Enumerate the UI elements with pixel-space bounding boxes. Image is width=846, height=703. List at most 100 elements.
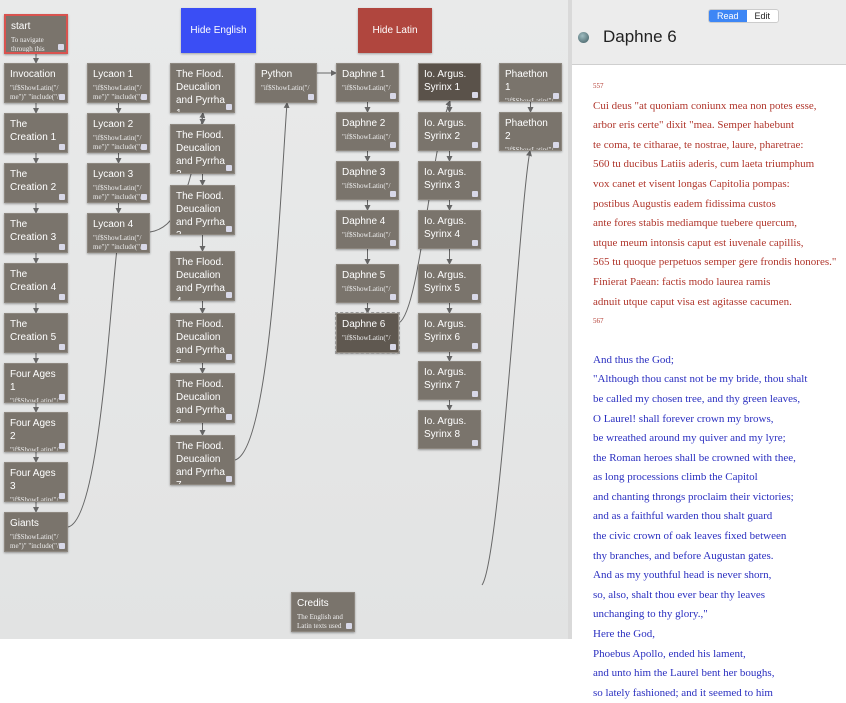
hide-english-tag[interactable]: Hide English: [181, 8, 256, 53]
passage-edit-icon: [59, 194, 65, 200]
passage-node-excerpt: "if$ShowLatin("/: [505, 146, 554, 151]
passage-node-title: Io. Argus. Syrinx 6: [424, 319, 467, 343]
passage-node-title: Daphne 4: [342, 216, 386, 227]
passage-edit-icon: [141, 94, 147, 100]
text-line: postibus Augustis eadem fidissima custos: [593, 197, 776, 210]
passage-node-title: The Flood. Deucalion and Pyrrha 4: [176, 257, 225, 300]
passage-node-title: The Creation 2: [10, 169, 57, 193]
passage-node[interactable]: Python"if$ShowLatin("/: [255, 63, 317, 103]
passage-node[interactable]: Io. Argus. Syrinx 7: [418, 361, 481, 400]
passage-node[interactable]: The Creation 5: [4, 313, 68, 353]
passage-node[interactable]: The Flood. Deucalion and Pyrrha 3: [170, 185, 235, 235]
passage-node-excerpt: The English and Latin texts used: [297, 613, 343, 630]
passage-node[interactable]: Daphne 3"if$ShowLatin("/: [336, 161, 399, 200]
passage-node-title: The Flood. Deucalion and Pyrrha 5: [176, 319, 225, 362]
passage-node[interactable]: Invocation"if$ShowLatin("/ me")" "includ…: [4, 63, 68, 103]
passage-node[interactable]: Daphne 2 "if$ShowLatin("/: [336, 112, 399, 151]
passage-node[interactable]: The Creation 2: [4, 163, 68, 203]
passage-node-title: Lycaon 1: [93, 69, 134, 80]
passage-node-excerpt: "if$ShowLatin("/ me")" "include("/: [10, 446, 59, 452]
passage-node[interactable]: Io. Argus. Syrinx 1: [418, 63, 481, 101]
text-line: te coma, te citharae, te nostrae, laure,…: [593, 138, 804, 151]
passage-edit-icon: [472, 142, 478, 148]
passage-edit-icon: [59, 443, 65, 449]
passage-node-title: The Flood. Deucalion and Pyrrha 6: [176, 379, 225, 422]
hide-latin-tag[interactable]: Hide Latin: [358, 8, 432, 53]
passage-node-title: Io. Argus. Syrinx 1: [424, 69, 467, 93]
passage-node[interactable]: Four Ages 3"if$ShowLatin("/ me")" "inclu…: [4, 462, 68, 502]
read-edit-toggle[interactable]: Read Edit: [708, 9, 780, 23]
passage-node[interactable]: The Flood. Deucalion and Pyrrha 7: [170, 435, 235, 485]
link-arrow: [481, 150, 532, 586]
passage-node-title: Io. Argus. Syrinx 7: [424, 367, 467, 391]
passage-node-title: Daphne 5: [342, 270, 386, 281]
passage-node[interactable]: The Creation 4: [4, 263, 68, 303]
passage-node[interactable]: The Flood. Deucalion and Pyrrha 4: [170, 251, 235, 301]
passage-edit-icon: [390, 191, 396, 197]
passage-node[interactable]: The Creation 3: [4, 213, 68, 253]
passage-node[interactable]: Lycaon 1"if$ShowLatin("/ me")" "include(…: [87, 63, 150, 103]
passage-edit-icon: [59, 94, 65, 100]
passage-node[interactable]: Io. Argus. Syrinx 2: [418, 112, 481, 151]
passage-node-excerpt: To navigate through this: [11, 36, 45, 53]
passage-node-title: Daphne 2: [342, 118, 386, 129]
passage-node[interactable]: Four Ages 2"if$ShowLatin("/ me")" "inclu…: [4, 412, 68, 452]
passage-node[interactable]: The Flood. Deucalion and Pyrrha 2: [170, 124, 235, 174]
passage-edit-icon: [59, 144, 65, 150]
read-button[interactable]: Read: [709, 10, 747, 22]
text-line: Here the God,: [593, 628, 656, 641]
text-line: And thus the God;: [593, 353, 674, 366]
passage-node[interactable]: Daphne 5 "if$ShowLatin("/: [336, 264, 399, 303]
passage-node-excerpt: "if$ShowLatin("/: [342, 133, 391, 141]
passage-node-excerpt: "if$ShowLatin("/: [342, 334, 391, 342]
passage-edit-icon: [226, 165, 232, 171]
panel-splitter[interactable]: [568, 0, 572, 639]
passage-edit-icon: [472, 440, 478, 446]
passage-node-title: Four Ages 1: [10, 369, 56, 393]
passage-node[interactable]: Io. Argus. Syrinx 8: [418, 410, 481, 449]
passage-node-title: The Creation 5: [10, 319, 57, 343]
passage-node[interactable]: Giants"if$ShowLatin("/ me")" "include("/: [4, 512, 68, 552]
passage-edit-icon: [59, 294, 65, 300]
passage-edit-icon: [141, 144, 147, 150]
passage-node[interactable]: Daphne 6"if$ShowLatin("/: [335, 312, 400, 354]
passage-node-title: The Flood. Deucalion and Pyrrha 3: [176, 191, 225, 234]
passage-node[interactable]: Lycaon 3"if$ShowLatin("/ me")" "include(…: [87, 163, 150, 203]
passage-node-excerpt: "if$ShowLatin("/ me")" "include("/: [93, 134, 142, 151]
passage-node[interactable]: Phaethon 2"if$ShowLatin("/: [499, 112, 562, 151]
passage-edit-icon: [390, 344, 396, 350]
passage-node[interactable]: Io. Argus. Syrinx 6: [418, 313, 481, 352]
passage-edit-icon: [472, 191, 478, 197]
passage-node[interactable]: The Flood. Deucalion and Pyrrha 5: [170, 313, 235, 363]
passage-node[interactable]: The Flood. Deucalion and Pyrrha 6: [170, 373, 235, 423]
passage-node[interactable]: Daphne 1"if$ShowLatin("/: [336, 63, 399, 102]
passage-node-title: Daphne 1: [342, 69, 386, 80]
text-line: 560 tu ducibus Latiis aderis, cum laeta …: [593, 158, 815, 171]
passage-node[interactable]: Daphne 4"if$ShowLatin("/: [336, 210, 399, 249]
passage-node[interactable]: Lycaon 4"if$ShowLatin("/ me")" "include(…: [87, 213, 150, 253]
passage-node-title: Phaethon 1: [505, 69, 548, 93]
passage-node[interactable]: The Flood. Deucalion and Pyrrha 1: [170, 63, 235, 113]
passage-node[interactable]: Io. Argus. Syrinx 4: [418, 210, 481, 249]
passage-node-title: Daphne 3: [342, 167, 386, 178]
passage-node[interactable]: Lycaon 2"if$ShowLatin("/ me")" "include(…: [87, 113, 150, 153]
passage-node-excerpt: "if$ShowLatin("/ me")" "include("/: [93, 184, 142, 201]
passage-node-excerpt: "if$ShowLatin("/: [342, 285, 391, 293]
link-arrow: [67, 239, 121, 528]
passage-node[interactable]: The Creation 1: [4, 113, 68, 153]
passage-edit-icon: [390, 142, 396, 148]
passage-node[interactable]: Io. Argus. Syrinx 3: [418, 161, 481, 200]
text-line: so lately fashioned; and it seemed to hi…: [593, 686, 773, 699]
passage-node[interactable]: Four Ages 1"if$ShowLatin("/ me")" "inclu…: [4, 363, 68, 403]
passage-node-title: Invocation: [10, 69, 56, 80]
edit-button[interactable]: Edit: [746, 10, 779, 22]
passage-node[interactable]: Io. Argus. Syrinx 5: [418, 264, 481, 303]
passage-node-title: The Creation 3: [10, 219, 57, 243]
passage-node[interactable]: Phaethon 1"if$ShowLatin("/: [499, 63, 562, 102]
passage-node-excerpt: "if$ShowLatin("/ me")" "include("/: [93, 234, 142, 251]
